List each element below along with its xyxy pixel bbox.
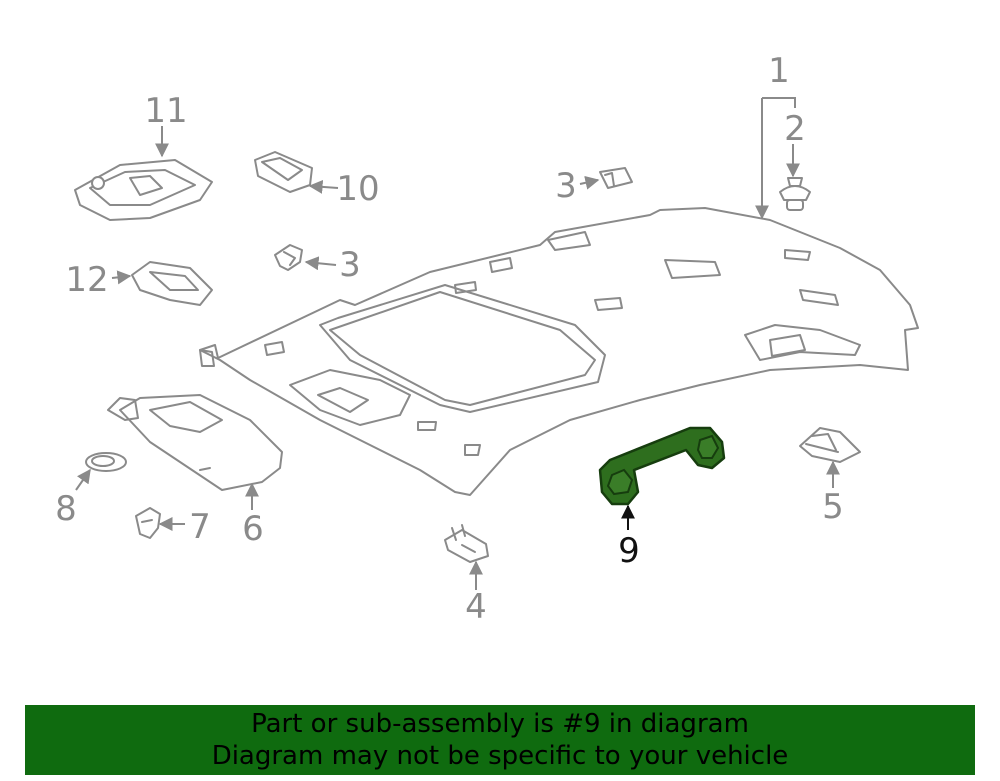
callout-5: 5 xyxy=(822,487,844,527)
info-banner: Part or sub-assembly is #9 in diagram Di… xyxy=(25,705,975,775)
callout-12: 12 xyxy=(65,260,108,300)
banner-line-2: Diagram may not be specific to your vehi… xyxy=(211,741,789,771)
sun-visor-part-6 xyxy=(107,394,283,491)
headliner-part xyxy=(199,207,919,496)
banner-line-1: Part or sub-assembly is #9 in diagram xyxy=(251,709,749,739)
clip-part-2 xyxy=(779,177,811,211)
callout-3-upper: 3 xyxy=(555,166,577,206)
console-part-11 xyxy=(74,159,213,221)
callout-6: 6 xyxy=(242,509,264,549)
assist-grip-part-9 xyxy=(598,426,726,506)
callout-3-lower: 3 xyxy=(339,245,361,285)
callout-2: 2 xyxy=(784,109,806,149)
lamp-part-10 xyxy=(254,151,313,193)
callout-10: 10 xyxy=(336,169,379,209)
callout-4: 4 xyxy=(465,587,487,627)
parts-diagram: 1 2 3 3 4 5 6 7 8 9 10 11 12 xyxy=(55,51,919,627)
callout-1: 1 xyxy=(768,51,790,91)
callout-7: 7 xyxy=(189,507,211,547)
callout-8: 8 xyxy=(55,489,77,529)
leader-lines xyxy=(75,97,840,590)
callout-9: 9 xyxy=(618,531,640,571)
hook-part-4 xyxy=(444,524,489,563)
grommet-part-8 xyxy=(85,452,127,472)
clip-part-7 xyxy=(135,507,161,539)
callout-labels: 1 2 3 3 4 5 6 7 8 9 10 11 12 xyxy=(55,51,844,627)
bracket-part-3-lower xyxy=(274,244,303,271)
callout-11: 11 xyxy=(144,91,187,131)
map-lamp-part-12 xyxy=(131,261,213,306)
holder-part-5 xyxy=(799,427,861,463)
bracket-part-3-upper xyxy=(599,167,633,189)
